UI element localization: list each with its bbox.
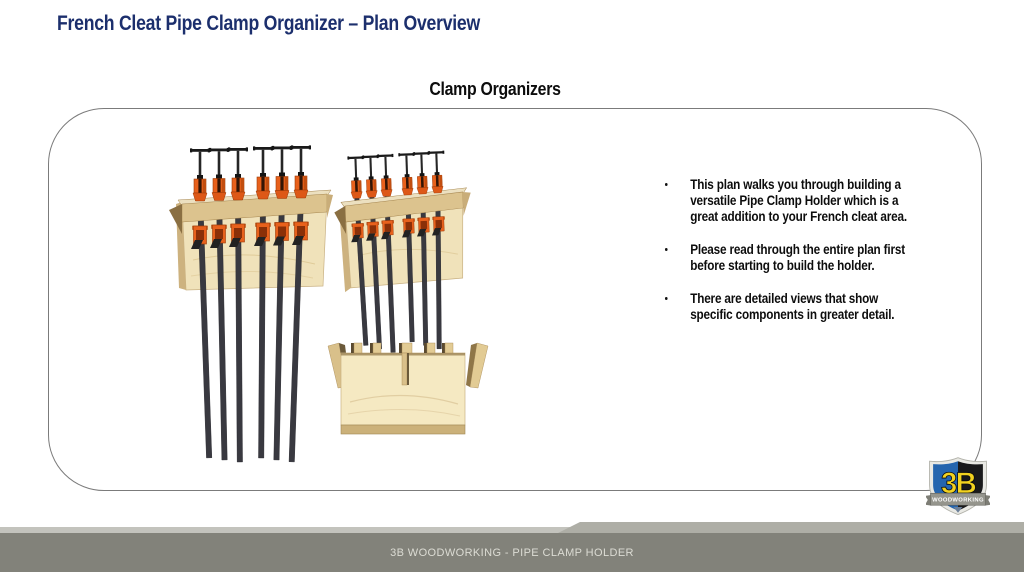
page-title: French Cleat Pipe Clamp Organizer – Plan…	[57, 12, 480, 35]
bullet-item: Please read through the entire plan firs…	[658, 242, 945, 274]
footer-accent-strip	[0, 527, 1024, 533]
3b-woodworking-logo: 3B WOODWORKING	[926, 457, 990, 516]
empty-holder-illustration	[327, 342, 489, 435]
bullet-dot	[664, 297, 668, 300]
bullet-text: There are detailed views that show speci…	[690, 291, 895, 322]
footer-text: 3B WOODWORKING - PIPE CLAMP HOLDER	[390, 546, 634, 559]
footer-slant-band	[558, 522, 1024, 533]
bullet-item: There are detailed views that show speci…	[658, 291, 945, 323]
bullet-item: This plan walks you through building a v…	[658, 177, 945, 225]
bullet-dot	[664, 183, 668, 186]
plan-notes: This plan walks you through building a v…	[658, 177, 945, 340]
clamp-organizer-front-illustration	[169, 144, 333, 463]
bullet-text: Please read through the entire plan firs…	[690, 242, 905, 273]
footer-bar: 3B WOODWORKING - PIPE CLAMP HOLDER	[0, 533, 1024, 572]
section-heading: Clamp Organizers	[429, 79, 561, 99]
bullet-text: This plan walks you through building a v…	[690, 177, 907, 224]
logo-subtext: WOODWORKING	[932, 498, 984, 504]
bullet-dot	[664, 248, 668, 251]
clamp-organizer-angled-illustration	[334, 150, 471, 353]
